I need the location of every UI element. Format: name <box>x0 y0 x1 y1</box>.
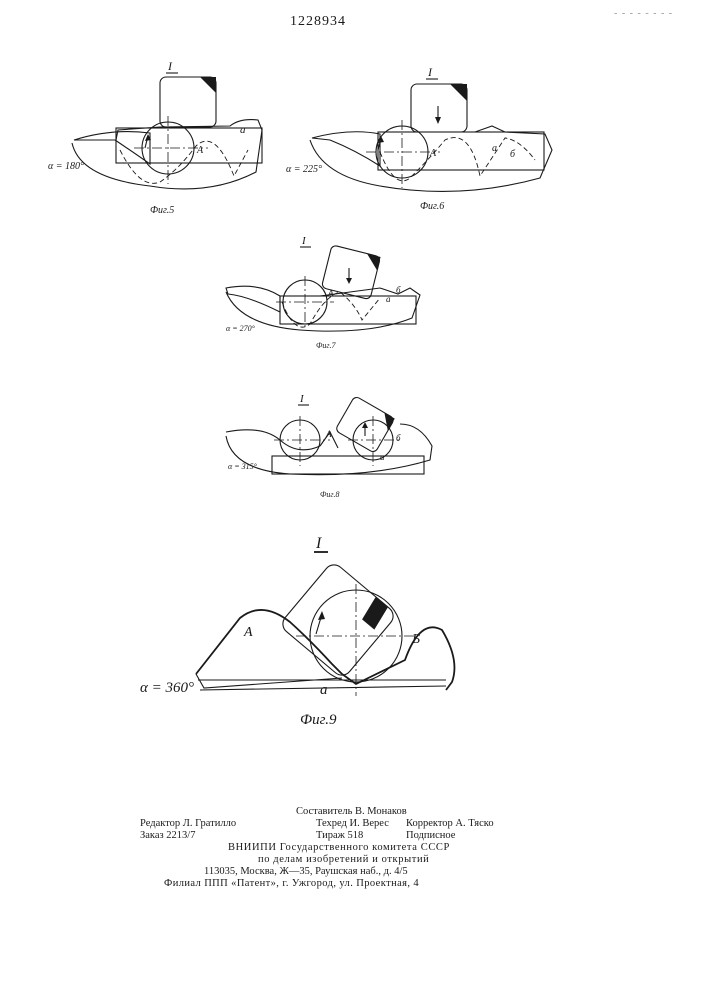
fig8-point-a: a <box>380 452 385 462</box>
fig9-workpiece-right <box>342 627 454 690</box>
imprint-compiler: Составитель В. Монаков <box>296 806 407 818</box>
fig6-blank <box>378 132 544 170</box>
fig7-blank <box>280 296 416 324</box>
fig8-blank <box>272 456 424 474</box>
imprint-branch: Филиал ППП «Патент», г. Ужгород, ул. Про… <box>164 878 419 890</box>
fig7-point-a: a <box>386 294 391 304</box>
fig9-angle: α = 360° <box>140 680 194 696</box>
imprint-corrector: Корректор А. Тяско <box>406 818 494 830</box>
fig8-point-b: б <box>396 433 401 443</box>
fig6-point-b: б <box>510 149 516 160</box>
fig7-angle: α = 270° <box>226 324 256 333</box>
fig5-angle: α = 180° <box>48 161 84 172</box>
figure-7: I б a A α = 270° Фиг.7 <box>226 235 420 350</box>
imprint-org-line2: по делам изобретений и открытий <box>258 854 429 866</box>
fig5-insert-mark <box>200 77 216 93</box>
fig7-point-b: б <box>396 285 401 295</box>
fig8-angle: α = 315° <box>228 462 258 471</box>
fig7-view-label: I <box>301 235 307 247</box>
fig7-workpiece-outline <box>226 288 420 331</box>
imprint-subscription: Подписное <box>406 830 455 842</box>
fig5-workpiece-outline <box>72 120 262 189</box>
fig7-point-A: A <box>327 288 334 298</box>
fig9-caption: Фиг.9 <box>300 712 337 728</box>
imprint-org-line1: ВНИИПИ Государственного комитета СССР <box>228 842 450 854</box>
fig5-view-label: I <box>167 59 173 73</box>
fig9-view-label: I <box>315 535 322 552</box>
figure-9: I A Б a α = 360° Фиг.9 <box>140 535 454 728</box>
fig6-insert-mark <box>450 84 467 101</box>
figure-5: I a A α = 180° Фиг.5 <box>48 59 262 216</box>
fig7-caption: Фиг.7 <box>316 341 336 350</box>
fig6-point-a: a <box>492 143 497 154</box>
fig8-caption: Фиг.8 <box>320 490 339 499</box>
fig8-point-A: A <box>325 429 332 439</box>
fig6-angle: α = 225° <box>286 164 322 175</box>
fig8-view-label: I <box>299 393 305 405</box>
fig9-point-a: a <box>320 682 328 698</box>
fig6-view-label: I <box>427 65 433 79</box>
figure-6: I a б A α = 225° Фиг.6 <box>286 65 552 212</box>
imprint-order: Заказ 2213/7 <box>140 830 195 842</box>
fig5-point-a: a <box>240 124 246 136</box>
fig9-point-A: A <box>243 625 253 640</box>
imprint-editor: Редактор Л. Гратилло <box>140 818 236 830</box>
imprint-techred: Техред И. Верес <box>316 818 389 830</box>
fig5-point-A: A <box>196 145 204 156</box>
fig9-point-b: Б <box>411 632 420 647</box>
fig6-point-A: A <box>429 148 437 159</box>
imprint-circulation: Тираж 518 <box>316 830 363 842</box>
fig6-caption: Фиг.6 <box>420 201 444 212</box>
imprint-address: 113035, Москва, Ж—35, Раушская наб., д. … <box>204 866 408 878</box>
fig5-caption: Фиг.5 <box>150 205 174 216</box>
figure-8: I б a A α = 315° Фиг.8 <box>226 393 432 499</box>
